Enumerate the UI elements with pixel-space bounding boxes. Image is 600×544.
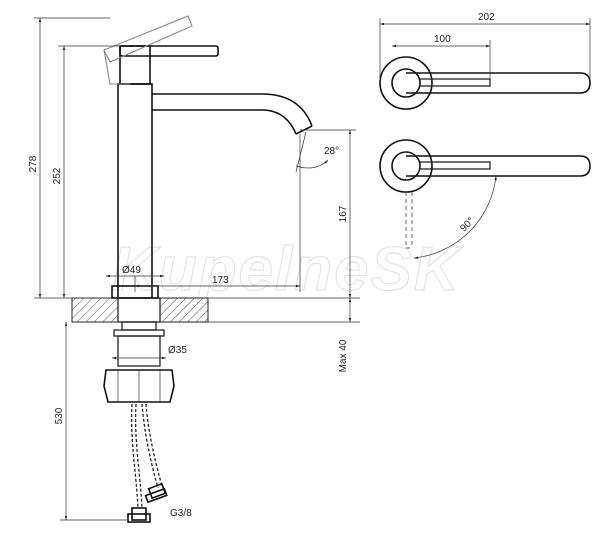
dim-total-height-label: 278 xyxy=(28,155,39,172)
dim-outlet-clearance: 167 xyxy=(300,129,356,298)
dim-hose-length: 530 xyxy=(54,322,128,521)
countertop-section xyxy=(71,297,209,323)
dim-spout-height: 252 xyxy=(52,45,120,298)
dim-top-lever-label: 100 xyxy=(434,34,451,45)
dim-spout-reach: 173 xyxy=(134,134,301,292)
dim-spout-height-label: 252 xyxy=(52,167,63,184)
dim-max-deck: Max 40 xyxy=(338,298,352,372)
dim-max-deck-label: Max 40 xyxy=(338,339,349,372)
dim-shank-diameter: Ø35 xyxy=(112,345,187,360)
angle-28-label: 28° xyxy=(324,146,339,157)
supply-hoses xyxy=(127,403,168,523)
dim-top-lever: 100 xyxy=(392,34,491,78)
dim-shank-diameter-label: Ø35 xyxy=(168,345,187,356)
dim-base-diameter: Ø49 xyxy=(106,265,164,278)
side-view: 278 252 167 Max 40 173 xyxy=(28,15,360,523)
angle-28: 28° xyxy=(295,131,339,173)
dim-base-diameter-label: Ø49 xyxy=(122,265,141,276)
watermark-text: KupelneSK xyxy=(112,235,463,304)
dim-spout-reach-label: 173 xyxy=(212,275,229,286)
angle-90-label: 90° xyxy=(458,216,476,234)
dim-top-overall: 202 xyxy=(379,12,591,80)
dim-top-overall-label: 202 xyxy=(478,12,495,23)
hose-thread-label: G3/8 xyxy=(170,508,192,519)
top-view-closed xyxy=(379,56,591,110)
dim-hose-length-label: 530 xyxy=(54,407,65,424)
top-view: 90° 202 100 xyxy=(379,12,591,259)
dim-total-height: 278 xyxy=(28,17,110,298)
mounting-shank xyxy=(103,297,175,403)
dim-outlet-clearance-label: 167 xyxy=(338,205,349,222)
